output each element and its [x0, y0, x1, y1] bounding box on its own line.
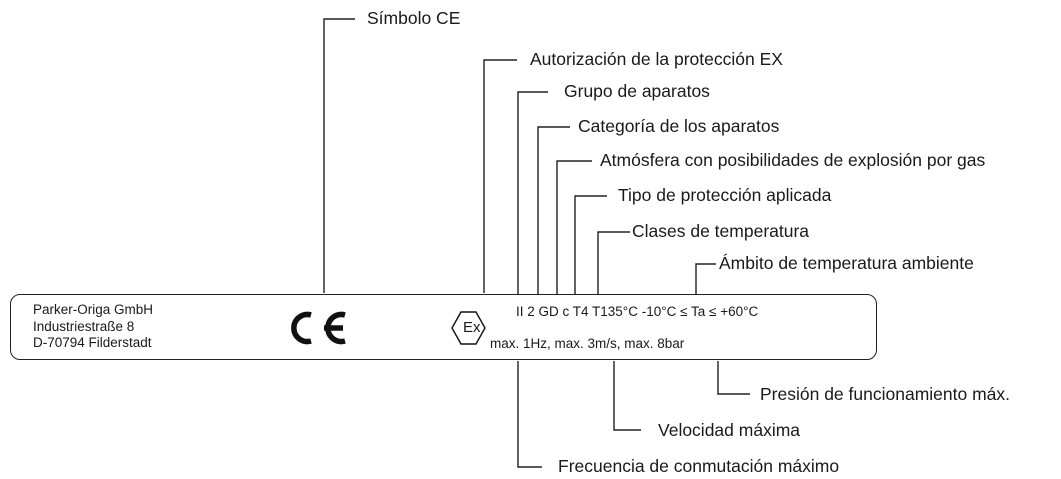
label-device-group: Grupo de aparatos: [564, 81, 710, 101]
leader-max-speed: [613, 361, 641, 431]
leader-max-pressure: [717, 361, 750, 395]
label-ex-authorization: Autorización de la protección EX: [530, 49, 783, 69]
label-temperature-classes: Clases de temperatura: [632, 221, 810, 241]
rating-plate: [10, 294, 877, 360]
limits-line: max. 1Hz, max. 3m/s, max. 8bar: [490, 336, 685, 351]
address-line: Industriestraße 8: [33, 318, 135, 334]
leader-ambient-temperature: [695, 263, 716, 294]
label-ce-symbol: Símbolo CE: [367, 8, 461, 28]
label-max-speed: Velocidad máxima: [658, 420, 801, 440]
address-line: D-70794 Filderstadt: [33, 335, 152, 350]
leader-ce-symbol: [323, 18, 355, 293]
label-gas-atmosphere: Atmósfera con posibilidades de explosión…: [600, 150, 986, 170]
leader-device-category: [537, 126, 570, 294]
ce-mark-icon: [291, 311, 346, 345]
label-ambient-temperature: Ámbito de temperatura ambiente: [719, 253, 974, 273]
ex-symbol-icon: [451, 311, 486, 345]
leader-gas-atmosphere: [556, 160, 592, 294]
address-line: Parker-Origa GmbH: [33, 302, 154, 317]
leader-protection-type: [574, 195, 607, 294]
label-device-category: Categoría de los aparatos: [578, 116, 780, 136]
marking-line: II 2 GD c T4 T135°C -10°C ≤ Ta ≤ +60°C: [516, 304, 759, 319]
label-max-pressure: Presión de funcionamiento máx.: [760, 384, 1010, 404]
leader-device-group: [517, 91, 548, 294]
leader-temperature-classes: [597, 231, 630, 294]
leader-max-frequency: [517, 361, 542, 468]
manufacturer-address: Parker-Origa GmbH Industriestraße 8 D-70…: [33, 302, 153, 352]
label-protection-type: Tipo de protección aplicada: [618, 185, 832, 205]
label-max-frequency: Frecuencia de conmutación máximo: [558, 456, 840, 476]
leader-ex-authorization: [483, 59, 517, 293]
ex-symbol-text: Ex: [463, 319, 481, 336]
